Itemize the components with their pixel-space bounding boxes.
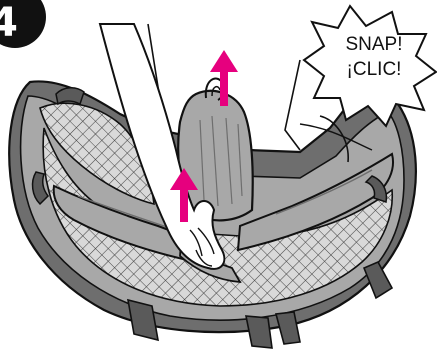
sound-effect-es: ¡CLIC! (318, 59, 430, 81)
sound-effect-en: SNAP! (318, 34, 430, 56)
step-number: 4 (0, 3, 24, 43)
